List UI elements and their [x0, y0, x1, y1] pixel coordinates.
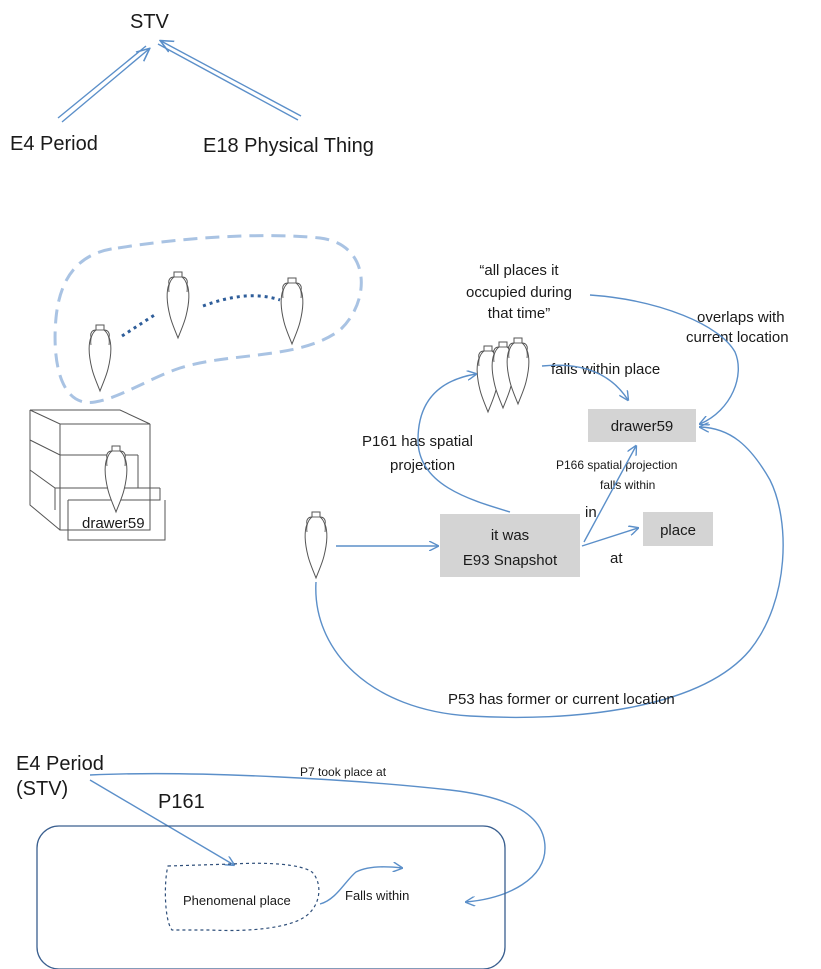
p161-bottom-label: P161 — [158, 791, 205, 813]
phenomenal-place-outline — [164, 862, 320, 932]
drawer59-box — [588, 409, 696, 442]
stv-label: STV — [130, 11, 170, 33]
p53-label: P53 has former or current location — [448, 691, 675, 708]
edge-p161 — [417, 374, 511, 513]
edge-p7 — [89, 772, 546, 902]
period-place-graph: E4 Period (STV) P7 took place at P161 Ph… — [16, 753, 546, 969]
e18-physical-thing-label: E18 Physical Thing — [203, 135, 374, 157]
drawer-cabinet-label: drawer59 — [82, 515, 145, 532]
edge-falls-within-place — [541, 364, 628, 400]
edge-falls-within-bottom — [319, 867, 402, 905]
edge-overlaps — [589, 294, 739, 424]
p166-label-1: P166 spatial projection — [556, 458, 677, 472]
place-frame — [36, 825, 506, 969]
bottom-period-label-1: E4 Period — [16, 753, 104, 775]
edge-period-to-stv — [57, 45, 149, 123]
phenomenal-place-label: Phenomenal place — [183, 893, 291, 908]
trajectory-blob — [53, 234, 363, 404]
falls-within-place-label: falls within place — [551, 361, 660, 378]
edge-p53 — [315, 427, 784, 719]
projection-amphorae — [476, 337, 530, 413]
edge-at — [581, 528, 638, 547]
in-label: in — [585, 504, 597, 521]
stv-hierarchy: STV E4 Period E18 Physical Thing — [10, 11, 374, 157]
snapshot-label-1: it was — [491, 527, 529, 544]
snapshot-label-2: E93 Snapshot — [463, 552, 558, 569]
place-box-label: place — [660, 522, 696, 539]
at-label: at — [610, 550, 623, 567]
bottom-period-label-2: (STV) — [16, 778, 68, 800]
quote-line-1: “all places it — [479, 262, 559, 279]
edge-p161-bottom — [89, 779, 234, 865]
quote-line-3: that time” — [488, 305, 551, 322]
drawer59-box-label: drawer59 — [611, 418, 674, 435]
snapshot-box — [440, 514, 580, 577]
p161-label-2: projection — [390, 457, 455, 474]
place-box — [643, 512, 713, 546]
overlaps-label-1: overlaps with — [697, 309, 785, 326]
e4-period-label: E4 Period — [10, 133, 98, 155]
drawer-cabinet — [29, 409, 166, 541]
edge-physical-thing-to-stv — [157, 41, 302, 121]
p7-label: P7 took place at — [300, 765, 387, 779]
falls-within-label: Falls within — [345, 888, 409, 903]
edge-p166 — [583, 446, 636, 543]
overlaps-label-2: current location — [686, 329, 789, 346]
p166-label-2: falls within — [600, 478, 655, 492]
quote-line-2: occupied during — [466, 284, 572, 301]
snapshot-graph: “all places it occupied during that time… — [304, 262, 789, 719]
